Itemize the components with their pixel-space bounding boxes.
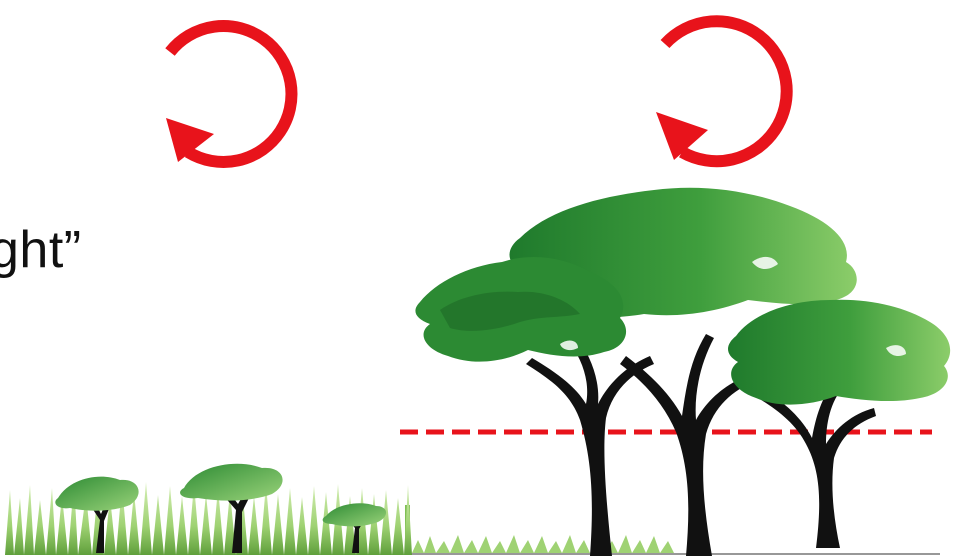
large-tree-canopy-right [728,300,950,405]
large-tree-right-trunk [758,380,876,548]
right-cycle-arrow-icon [656,21,787,161]
short-grass-strip [412,535,674,553]
left-cycle-arrow-icon [166,26,291,162]
